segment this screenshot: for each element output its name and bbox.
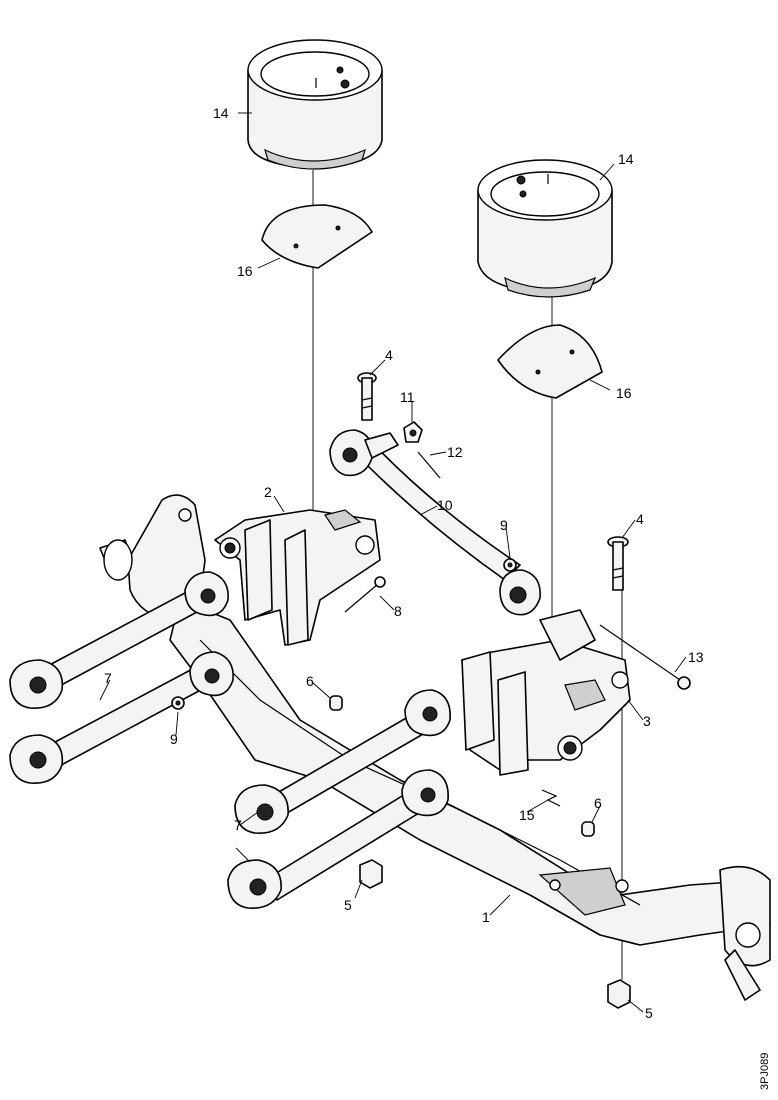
- spring-plate-left: [261, 204, 373, 269]
- callout-labels: 14 16 14 16 4 11 12 10 2 8 9 4 13 3 7 9 …: [104, 105, 704, 1021]
- callout-7-left: 7: [104, 670, 112, 686]
- knuckle-bracket-3: [461, 609, 631, 776]
- callout-6-left: 6: [306, 673, 314, 689]
- bolt-4-upper: [357, 372, 377, 421]
- callout-14-right: 14: [618, 151, 634, 167]
- spacer-6-right: [581, 821, 595, 837]
- air-spring-right: [477, 159, 613, 298]
- callout-2: 2: [264, 484, 272, 500]
- callout-9-left: 9: [170, 731, 178, 747]
- callout-leaders: [99, 112, 687, 1013]
- nut-9-left: [171, 696, 185, 710]
- clip-15: [541, 789, 561, 807]
- nut-11: [403, 421, 423, 443]
- callout-5-right: 5: [645, 1005, 653, 1021]
- bolt-8: [344, 576, 386, 613]
- knuckle-bracket-2: [214, 509, 381, 646]
- callout-16-left: 16: [237, 263, 253, 279]
- nut-9-upper: [503, 558, 517, 572]
- bolt-13: [599, 624, 691, 690]
- callout-6-right: 6: [594, 795, 602, 811]
- callout-8: 8: [394, 603, 402, 619]
- upper-control-arm-10: [329, 429, 541, 616]
- callout-4-upper: 4: [385, 347, 393, 363]
- spacer-6-left: [329, 695, 343, 711]
- bolt-4-right: [607, 536, 629, 591]
- air-spring-left: [247, 39, 383, 170]
- lower-arm-7-right-upper: [234, 689, 451, 834]
- callout-10: 10: [437, 497, 453, 513]
- callout-5-left: 5: [344, 897, 352, 913]
- nut-5-left: [359, 859, 383, 889]
- callout-3: 3: [643, 713, 651, 729]
- callout-11: 11: [400, 389, 415, 405]
- callout-9-upper: 9: [500, 517, 508, 533]
- lower-arm-7-left-upper: [9, 571, 229, 709]
- callout-16-right: 16: [616, 385, 632, 401]
- bolt-12: [417, 451, 441, 479]
- lower-arm-7-left-lower: [9, 651, 234, 784]
- callout-4-right: 4: [636, 511, 644, 527]
- lower-arm-7-right-lower: [227, 769, 449, 909]
- spring-plate-right: [497, 324, 603, 399]
- reference-code: 3PJ089: [759, 1053, 771, 1090]
- callout-12: 12: [447, 444, 463, 460]
- callout-13: 13: [688, 649, 704, 665]
- callout-7-right-upper: 7: [234, 817, 242, 833]
- callout-14-left: 14: [213, 105, 229, 121]
- nut-5-right: [607, 979, 631, 1009]
- callout-1: 1: [482, 909, 490, 925]
- callout-15: 15: [519, 807, 535, 823]
